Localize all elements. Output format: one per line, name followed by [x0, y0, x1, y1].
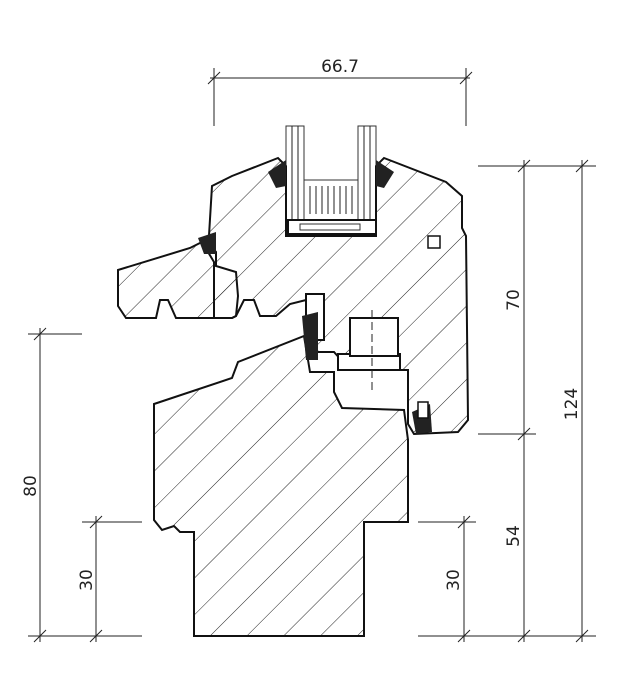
dimension-right-total: 124: [536, 159, 596, 643]
glazing-unit: [285, 125, 377, 235]
dimension-left-sill: 80: [21, 327, 142, 643]
dimension-right-rebate: 30: [418, 515, 476, 643]
glass-spacer: [303, 179, 359, 221]
dim-label-124: 124: [562, 388, 582, 420]
dimension-right-inner: 70 54: [418, 159, 536, 643]
dim-label-30-left: 30: [77, 569, 97, 591]
seal-gaskets: [198, 160, 441, 434]
hardware-fitting: [337, 310, 401, 392]
dim-label-80: 80: [21, 475, 41, 497]
dimension-left-rebate: 30: [77, 515, 142, 643]
dim-label-70: 70: [504, 289, 524, 311]
dim-label-54: 54: [504, 525, 524, 547]
dim-label-66-7: 66.7: [321, 57, 359, 77]
dim-label-30-right: 30: [444, 569, 464, 591]
dimension-glass-width: 66.7: [207, 57, 473, 126]
frame-profile: [153, 334, 409, 637]
